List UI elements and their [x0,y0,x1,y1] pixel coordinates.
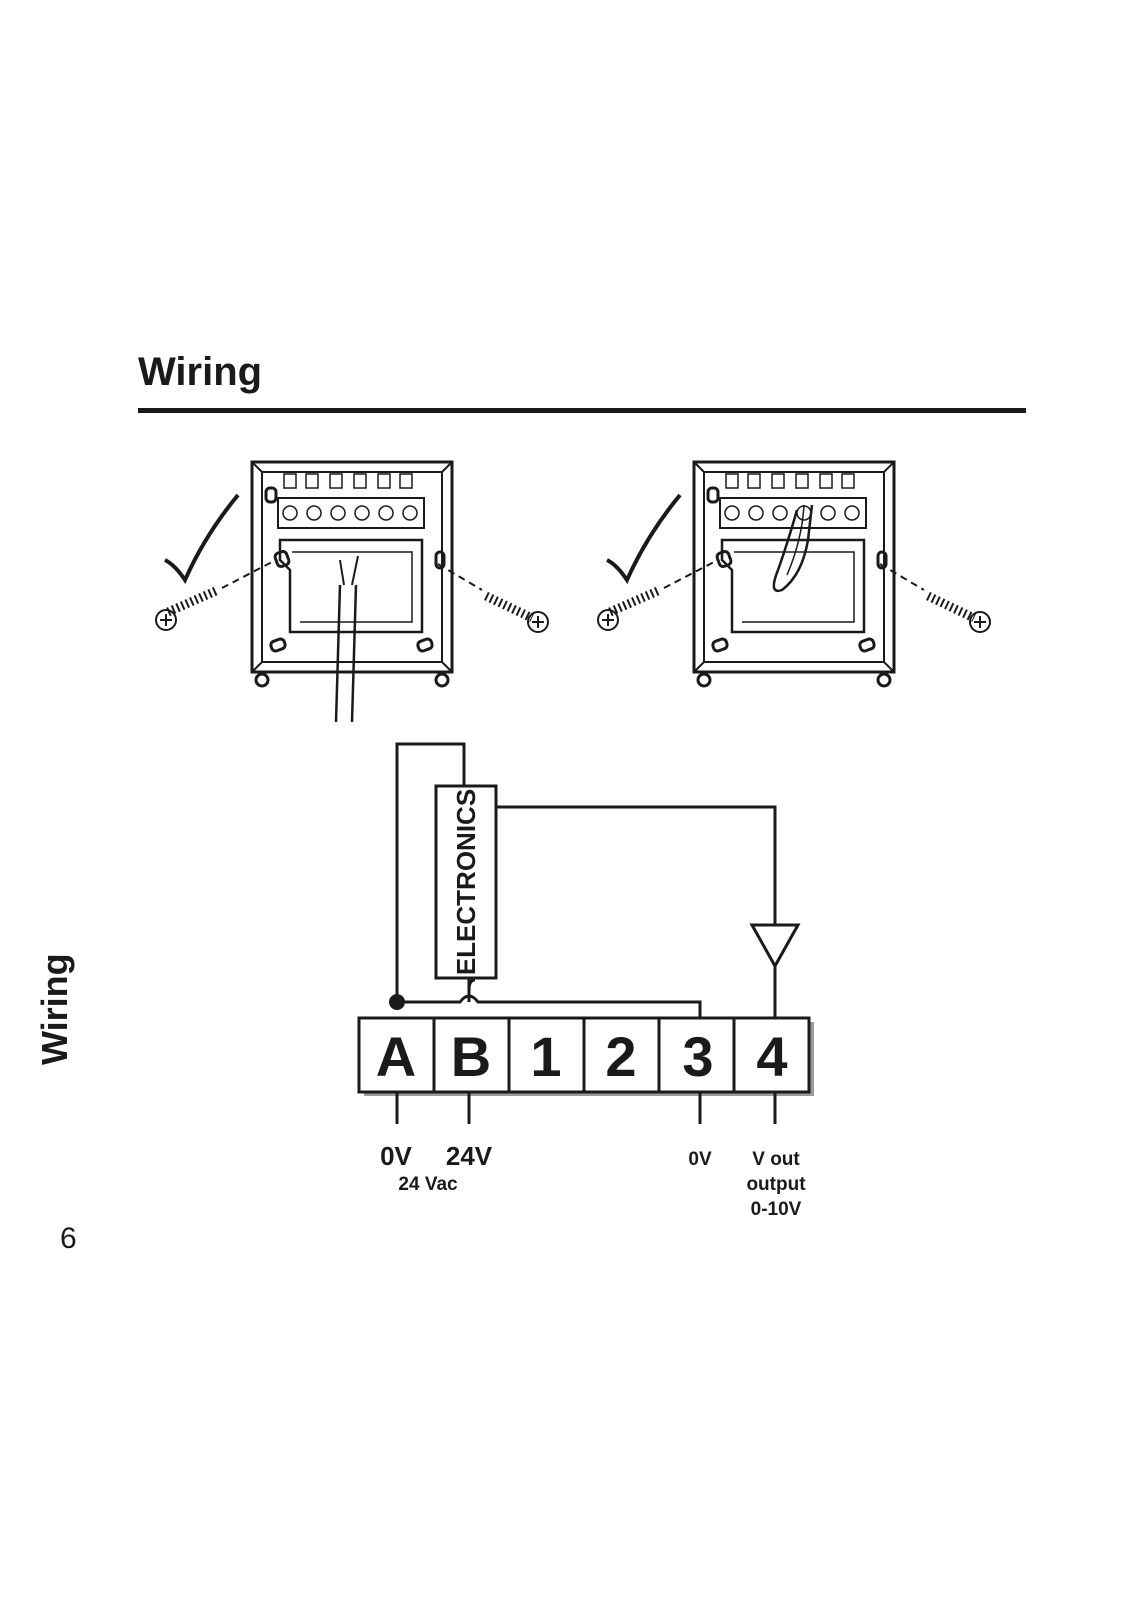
terminal-block: A B 1 2 3 4 [357,1016,814,1096]
electronics-label: ELECTRONICS [451,789,481,975]
terminal-label: B [451,1025,491,1088]
screw-icon [155,561,273,631]
circuit-wires [395,742,801,1018]
terminal-leads [395,1092,777,1124]
label-a: 0V [380,1141,412,1171]
terminal-label: 4 [756,1025,787,1088]
screw-icon [879,563,991,633]
terminal-label: 2 [605,1025,636,1088]
label-3: 0V [688,1149,712,1170]
right-mount-illustration [597,460,991,688]
screw-icon [437,563,549,633]
label-4-line1: V out [752,1149,800,1170]
label-ab-sub: 24 Vac [398,1174,458,1195]
electronics-module [434,784,498,980]
check-icon [606,493,682,585]
wiring-schematic: ELECTRONICS [357,742,814,1220]
page-title: Wiring [138,350,263,394]
check-icon [164,493,240,585]
label-b: 24V [446,1141,493,1171]
label-4-line2: output [746,1174,806,1195]
label-4-line3: 0-10V [751,1199,802,1220]
screw-icon [597,561,715,631]
title-rule [138,408,1026,413]
junction-dot [389,994,405,1010]
page-number: 6 [60,1222,77,1255]
left-mount-illustration [155,460,549,723]
terminal-label: A [376,1025,416,1088]
terminal-label: 1 [530,1025,561,1088]
terminal-label: 3 [682,1025,713,1088]
